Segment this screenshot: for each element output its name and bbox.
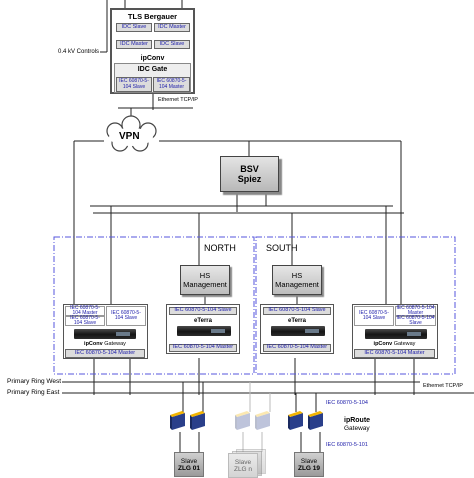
gw1-brand-name: ipConv bbox=[84, 341, 103, 347]
ethernet-bottom-label: Ethernet TCP/IP bbox=[423, 383, 463, 389]
primary-ring-east-label: Primary Ring East bbox=[7, 389, 60, 396]
tls-idc-master-2: IDC Master bbox=[116, 40, 152, 49]
iproute-name: ipRoute bbox=[344, 417, 371, 424]
gw3-iec-top: IEC 60870-5-104 Slave bbox=[263, 307, 331, 315]
bsv-spiez-server: BSV Spiez bbox=[220, 156, 279, 192]
tls-ipconv: ipConv bbox=[140, 55, 165, 62]
slave-name: ZLG 01 bbox=[177, 464, 201, 472]
vpn-label: VPN bbox=[119, 131, 140, 142]
iproute-suffix: Gateway bbox=[344, 425, 370, 432]
gw1-iec-bottom: IEC 60870-5-104 Master bbox=[65, 349, 145, 358]
idc-gate-label: IDC Gate bbox=[137, 66, 168, 73]
slave-label: Slave bbox=[234, 458, 252, 466]
gw4-iec-slave-b: IEC 60870-5-104 Slave bbox=[395, 314, 436, 326]
ipconv-device bbox=[74, 329, 136, 339]
hs-management-south: HS Management bbox=[272, 265, 322, 295]
hs-management-north: HS Management bbox=[180, 265, 230, 295]
slave-label: Slave bbox=[180, 457, 198, 465]
slave-zlg-19: Slave ZLG 19 bbox=[294, 452, 324, 477]
eterra-gateway-north: IEC 60870-5-104 Slave eTerra IEC 60870-5… bbox=[166, 304, 240, 354]
tls-idc-slave-2: IDC Slave bbox=[154, 40, 190, 49]
slave-name: ZLG 19 bbox=[297, 464, 321, 472]
ipconv-gateway-north: IEC 60870-5-104 Master IEC 60870-5-104 S… bbox=[63, 304, 148, 359]
hs-label: HS bbox=[291, 271, 303, 280]
gw4-brand: ipConv Gateway bbox=[353, 341, 436, 348]
management-label: Management bbox=[275, 280, 319, 289]
eterra-device bbox=[177, 326, 231, 336]
slave-zlg-n: Slave ZLG n bbox=[228, 453, 258, 478]
iproute-modem-faded-2 bbox=[255, 411, 270, 430]
ethernet-top-label: Ethernet TCP/IP bbox=[158, 97, 198, 103]
iproute-iec-101: IEC 60870-5-101 bbox=[326, 442, 368, 448]
ipconv-gateway-south: IEC 60870-5-104 Slave IEC 60870-5-104 Ma… bbox=[352, 304, 438, 359]
gw4-iec-slave-a: IEC 60870-5-104 Slave bbox=[354, 306, 394, 326]
gw2-brand: eTerra bbox=[194, 318, 212, 324]
hs-label: HS bbox=[199, 271, 211, 280]
gw3-brand: eTerra bbox=[288, 318, 306, 324]
iproute-iec-104: IEC 60870-5-104 bbox=[326, 400, 368, 406]
ipconv-device bbox=[365, 329, 427, 339]
gw3-iec-bottom: IEC 60870-5-104 Master bbox=[263, 344, 331, 352]
idc-gate-iec-slave: IEC 60870-5-104 Slave bbox=[116, 77, 152, 92]
gw2-iec-bottom: IEC 60870-5-104 Master bbox=[169, 344, 237, 352]
tls-idc-slave-1: IDC Slave bbox=[116, 23, 152, 32]
slave-name: ZLG n bbox=[233, 465, 253, 473]
tls-idc-master-1: IDC Master bbox=[154, 23, 190, 32]
iproute-modem-2 bbox=[190, 411, 205, 430]
bsv-label: BSV bbox=[240, 164, 259, 174]
eterra-device bbox=[271, 326, 325, 336]
iproute-modem-3 bbox=[288, 411, 303, 430]
south-label: SOUTH bbox=[266, 243, 298, 253]
iproute-modem-1 bbox=[170, 411, 185, 430]
spiez-label: Spiez bbox=[237, 174, 262, 184]
gw1-iec-slave-b: IEC 60870-5-104 Slave bbox=[106, 306, 146, 326]
slave-zlg-01: Slave ZLG 01 bbox=[174, 452, 204, 477]
iproute-modem-4 bbox=[308, 411, 323, 430]
gw4-iec-bottom: IEC 60870-5-104 Master bbox=[354, 349, 435, 358]
gw1-brand: ipConv Gateway bbox=[64, 341, 146, 348]
idc-gate-panel: IDC Gate IEC 60870-5-104 Slave IEC 60870… bbox=[114, 63, 191, 93]
gw4-iec-master: IEC 60870-5-104 Master bbox=[395, 304, 436, 316]
north-label: NORTH bbox=[204, 243, 236, 253]
tls-title: TLS Bergauer bbox=[127, 12, 178, 21]
gw1-iec-slave-a: IEC 60870-5-104 Slave bbox=[65, 315, 105, 326]
gw1-iec-master: IEC 60870-5-104 Master bbox=[65, 305, 105, 316]
idc-gate-iec-master: IEC 60870-5-104 Master bbox=[153, 77, 190, 92]
primary-ring-west-label: Primary Ring West bbox=[7, 378, 62, 385]
eterra-gateway-south: IEC 60870-5-104 Slave eTerra IEC 60870-5… bbox=[260, 304, 334, 354]
gw2-iec-top: IEC 60870-5-104 Slave bbox=[169, 307, 237, 315]
iproute-modem-faded-1 bbox=[235, 411, 250, 430]
gw1-brand-suffix: Gateway bbox=[104, 341, 126, 347]
gw4-brand-name: ipConv bbox=[373, 341, 393, 347]
gw4-brand-suffix: Gateway bbox=[393, 341, 416, 347]
controls-label: 0.4 kV Controls bbox=[58, 49, 100, 55]
slave-label: Slave bbox=[300, 457, 318, 465]
management-label: Management bbox=[183, 280, 227, 289]
